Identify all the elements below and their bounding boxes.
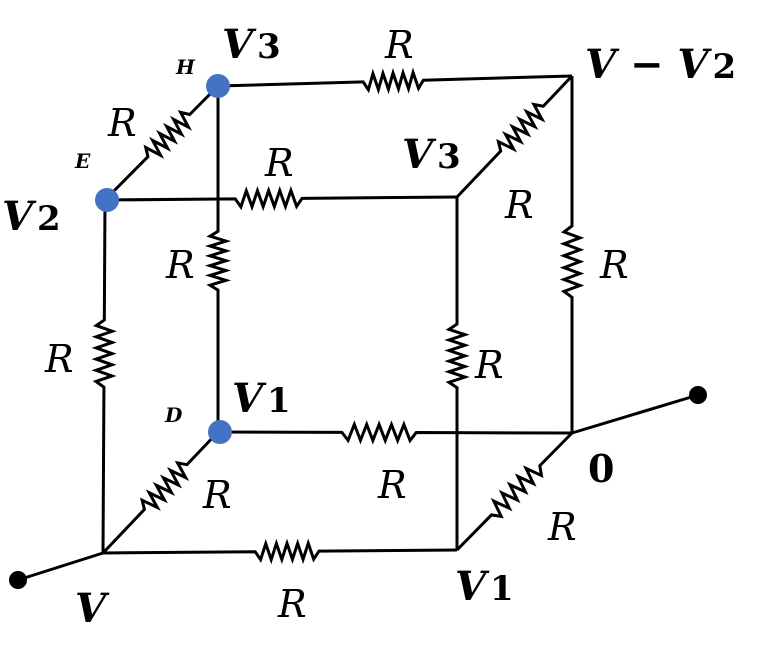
resistor-fbr-bbr xyxy=(455,431,574,552)
resistor-h-d-label: R xyxy=(165,243,195,287)
resistor-d-bbr xyxy=(217,420,573,445)
resistor-h-e xyxy=(103,84,220,202)
resistor-btr-ftr-label: R xyxy=(504,183,534,227)
resistor-btr-bbr-label: R xyxy=(599,243,629,287)
resistor-d-bbr-label: R xyxy=(377,463,407,507)
terminal-right xyxy=(689,386,707,404)
node-h-dot xyxy=(206,74,230,98)
node-e-dot xyxy=(95,188,119,212)
resistor-e-v-label: R xyxy=(44,337,74,381)
front-bottom-left-potential: V xyxy=(75,585,110,632)
resistor-labels: R R R R R R R R R R R R xyxy=(44,23,629,626)
resistor-e-v xyxy=(91,199,117,554)
resistor-btr-bbr xyxy=(559,76,585,433)
resistor-h-btr xyxy=(217,67,573,95)
wires xyxy=(17,67,699,582)
node-h-name: H xyxy=(175,55,196,79)
lead-right xyxy=(571,393,699,435)
resistor-d-v xyxy=(101,430,220,555)
resistor-h-d xyxy=(204,86,232,432)
resistor-h-btr-label: R xyxy=(384,23,414,67)
resistor-fbr-bbr-label: R xyxy=(547,505,577,549)
resistor-h-e-label: R xyxy=(107,101,137,145)
resistor-ftr-fbr xyxy=(444,197,470,550)
resistor-ftr-fbr-label: R xyxy=(474,343,504,387)
resistor-v-fbr xyxy=(102,538,458,565)
node-d-name: D xyxy=(164,403,183,427)
resistor-e-ftr xyxy=(104,185,458,212)
resistor-v-fbr-label: R xyxy=(277,582,307,626)
lead-left xyxy=(17,551,104,582)
resistor-e-ftr-label: R xyxy=(264,141,294,185)
terminal-left xyxy=(9,571,27,589)
back-bottom-right-potential: 0 xyxy=(588,446,614,491)
node-d-dot xyxy=(208,420,232,444)
resistor-btr-ftr xyxy=(455,74,574,199)
resistor-d-v-label: R xyxy=(202,473,232,517)
node-e-name: E xyxy=(74,149,91,173)
